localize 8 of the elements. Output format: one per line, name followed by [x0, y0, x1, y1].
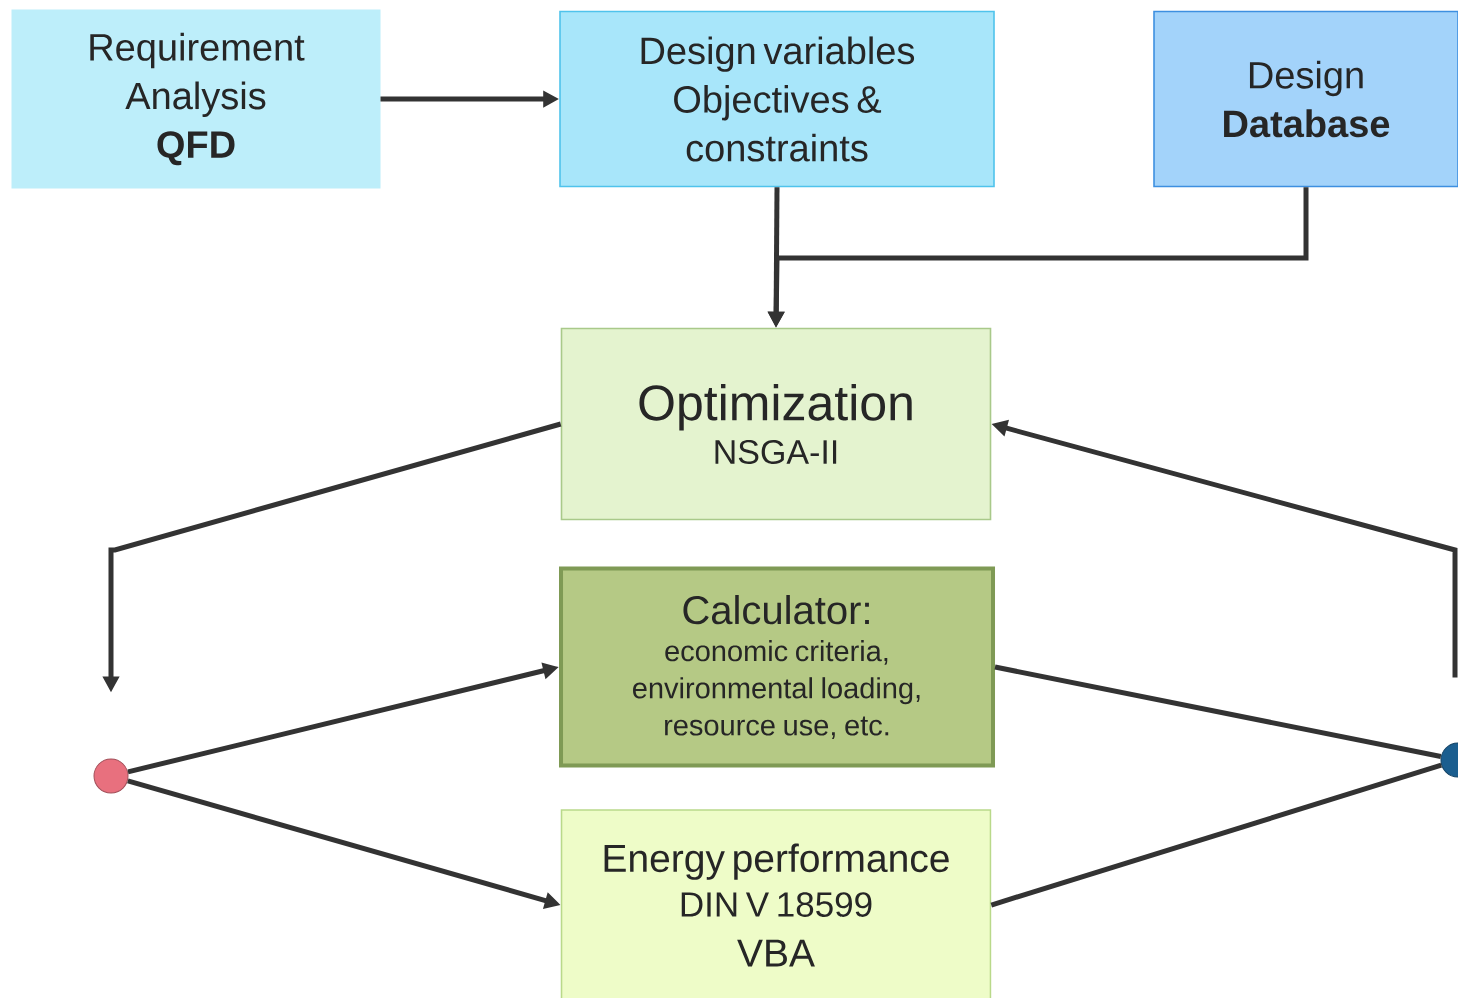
process-box: Energy performance DIN V 18599 VBA	[560, 809, 992, 998]
process-box: Design Database	[1153, 10, 1458, 188]
junction-dot	[1440, 742, 1458, 778]
process-box: Calculator: economic criteria, environmental loading, resource use, etc.	[559, 566, 995, 768]
junction-dot	[93, 758, 129, 794]
process-box: Design variables Objectives & constraints	[559, 10, 995, 188]
process-box: Requirement Analysis QFD	[11, 9, 381, 189]
process-box: Optimization NSGA-II	[560, 327, 992, 521]
